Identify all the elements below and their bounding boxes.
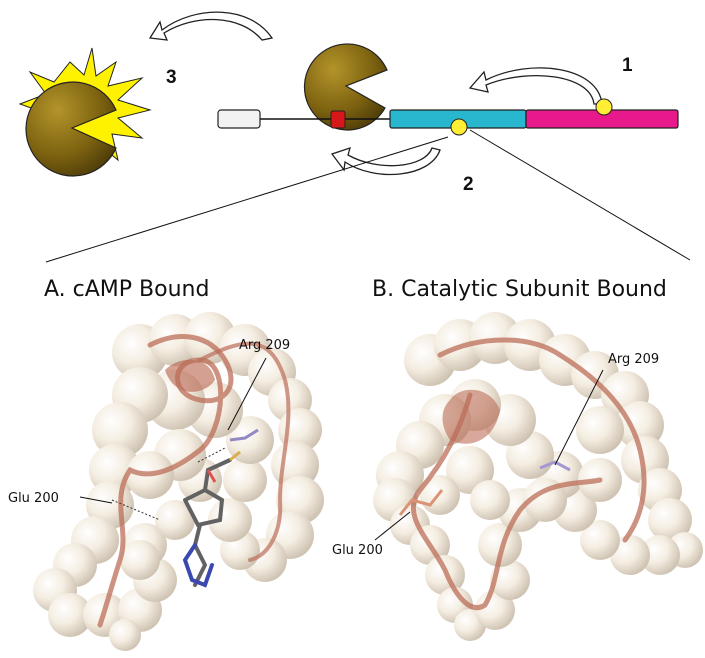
panel-b-structure xyxy=(373,312,703,641)
step-1-number: 1 xyxy=(622,55,633,76)
step-3-number: 3 xyxy=(166,67,177,88)
panel-a-title: A. cAMP Bound xyxy=(44,277,209,302)
curved-arrow-2-icon xyxy=(330,146,441,176)
zoom-line-right xyxy=(469,129,691,261)
camp-ligand-site-1-icon xyxy=(595,98,613,116)
curved-arrow-3-icon xyxy=(148,11,274,41)
domain-white xyxy=(217,109,261,129)
panel-a-arg-pointer xyxy=(227,357,267,431)
pacman-bound-icon xyxy=(303,43,388,131)
panel-a-glu-pointer xyxy=(79,496,113,504)
pacman-icon xyxy=(25,81,117,177)
panel-a-arg-label: Arg 209 xyxy=(239,338,290,353)
panel-a-structure xyxy=(33,312,324,651)
camp-ligand-site-2-icon xyxy=(450,118,468,136)
panel-b-glu-label: Glu 200 xyxy=(332,543,383,558)
panel-a-glu-label: Glu 200 xyxy=(8,491,59,506)
panel-b-arg-label: Arg 209 xyxy=(608,352,659,367)
step-2-number: 2 xyxy=(463,174,474,195)
zoom-line-left xyxy=(45,136,449,263)
curved-arrow-1-icon xyxy=(468,67,603,105)
panel-b-title: B. Catalytic Subunit Bound xyxy=(372,277,667,302)
panel-b-glu-pointer xyxy=(374,511,411,541)
panel-b-arg-pointer xyxy=(554,369,604,466)
domain-red xyxy=(330,110,346,129)
